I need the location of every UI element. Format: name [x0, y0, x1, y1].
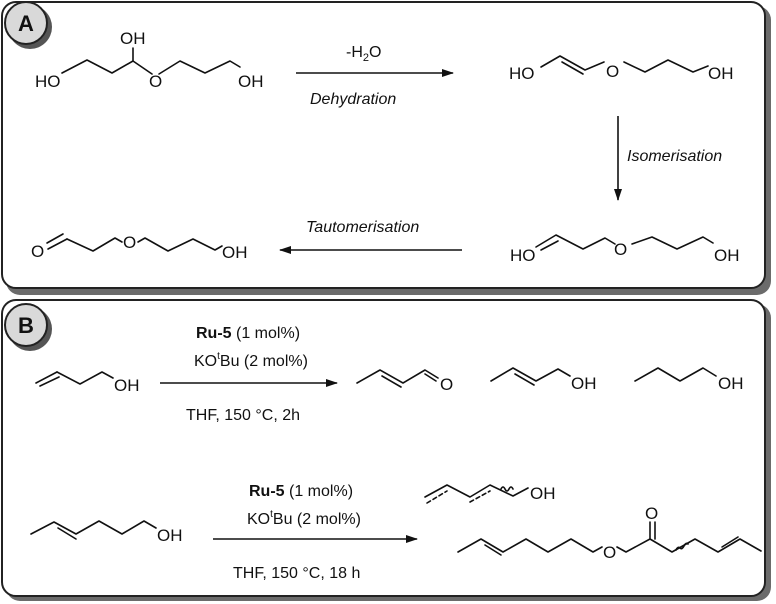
- butenol-molecule: OH: [35, 371, 140, 395]
- label-oh: OH: [530, 484, 556, 503]
- hemiacetal-molecule: HO OH O OH: [35, 29, 264, 91]
- label-oh: OH: [718, 374, 744, 393]
- label-oh-end: OH: [238, 72, 264, 91]
- butanol-molecule: OH: [634, 367, 744, 393]
- crotyl-alcohol-molecule: OH: [490, 367, 597, 393]
- panel-a-frame: [1, 1, 766, 289]
- label-o-ether: O: [123, 233, 136, 252]
- label-o-ester: O: [603, 543, 616, 562]
- label-oh: OH: [157, 526, 183, 545]
- label-oh-end: OH: [714, 246, 740, 265]
- enol-molecule: HO O OH: [510, 234, 740, 265]
- reaction-1-conditions: THF, 150 °C, 2h: [186, 407, 300, 424]
- label-ho: HO: [35, 72, 61, 91]
- hexadienol-molecule: OH: [424, 484, 556, 504]
- label-o-carbonyl: O: [31, 242, 44, 261]
- crotonaldehyde-molecule: O: [356, 369, 453, 394]
- label-ho: HO: [510, 246, 536, 265]
- aldehyde-molecule: O O OH: [31, 233, 248, 262]
- panel-b-badge: [4, 303, 48, 347]
- label-ho: HO: [509, 64, 535, 83]
- enol-ether-molecule: HO O OH: [509, 55, 734, 83]
- label-oh-end: OH: [708, 64, 734, 83]
- minus-water-label: -H2O: [346, 44, 381, 64]
- panel-b: B OH Ru-5 (1 mol%) KOtBu (2 mol%) THF, 1…: [1, 299, 771, 601]
- reaction-1-base: KOtBu (2 mol%): [194, 351, 308, 370]
- panel-b-frame: [1, 299, 766, 597]
- isomerisation-label: Isomerisation: [627, 148, 722, 165]
- label-o-carbonyl: O: [645, 504, 658, 523]
- label-oh-top: OH: [120, 29, 146, 48]
- hexenol-molecule: OH: [30, 520, 183, 545]
- label-oh-end: OH: [222, 243, 248, 262]
- label-o-ether: O: [606, 62, 619, 81]
- label-oh: OH: [571, 374, 597, 393]
- panel-a-badge-letter: A: [18, 11, 34, 36]
- reaction-2-base: KOtBu (2 mol%): [247, 509, 361, 528]
- label-o-ether: O: [614, 240, 627, 259]
- reaction-2-catalyst: Ru-5 (1 mol%): [249, 483, 353, 500]
- dehydration-label: Dehydration: [310, 91, 396, 108]
- label-oh: OH: [114, 376, 140, 395]
- panel-a-badge: [4, 1, 48, 45]
- tautomerisation-label: Tautomerisation: [306, 219, 419, 236]
- panel-b-badge-letter: B: [18, 313, 34, 338]
- ester-molecule: O O: [457, 504, 762, 562]
- label-o: O: [440, 375, 453, 394]
- reaction-1-catalyst: Ru-5 (1 mol%): [196, 325, 300, 342]
- label-o-ether: O: [149, 72, 162, 91]
- reaction-2-conditions: THF, 150 °C, 18 h: [233, 565, 360, 582]
- panel-a: A HO OH O OH -H2O Dehydration HO O OH Is…: [1, 1, 771, 295]
